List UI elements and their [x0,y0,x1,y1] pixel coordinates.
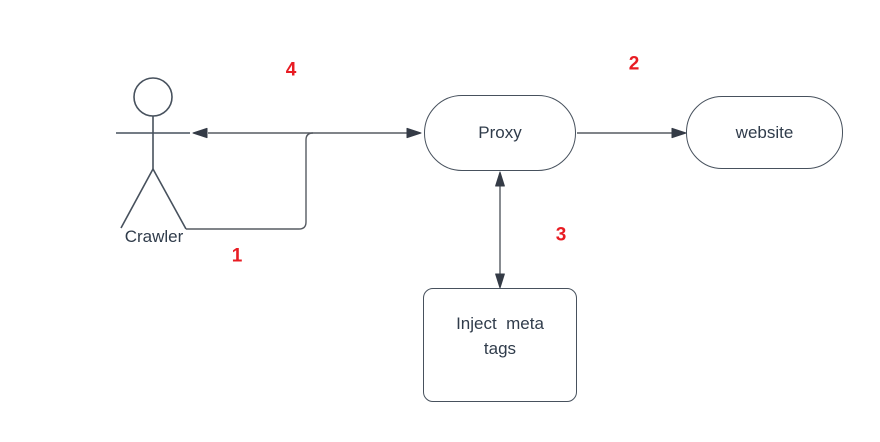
edge-proxy-inject-bidirectional [495,171,505,289]
edge-proxy-to-crawler [192,127,208,139]
step-number-3: 3 [555,224,567,246]
step-number-4: 4 [285,59,297,81]
arrowhead-into-website [671,127,687,139]
edge-crawler-to-proxy [186,127,422,230]
actor-leg-left [120,168,154,229]
node-inject-label-line1: Inject meta [456,314,544,333]
arrowhead-down-into-inject [495,273,505,289]
actor-crawler-figure [116,77,190,230]
node-inject-meta-tags: Inject meta tags [423,288,577,402]
node-website-label: website [735,122,794,142]
node-proxy-label: Proxy [478,123,522,142]
step-number-2: 2 [628,53,640,75]
edge-proxy-to-website [577,127,687,139]
actor-head [133,77,173,117]
node-proxy: Proxy [424,95,576,171]
actor-leg-right [152,168,187,230]
arrowhead-into-crawler [192,127,208,139]
arrowhead-up-into-proxy [495,171,505,187]
node-website: website [686,96,843,169]
step-number-1: 1 [231,245,243,267]
node-inject-label-line2: tags [483,339,517,358]
actor-crawler-label: Crawler [124,227,184,246]
arrowhead-into-proxy [406,127,422,139]
